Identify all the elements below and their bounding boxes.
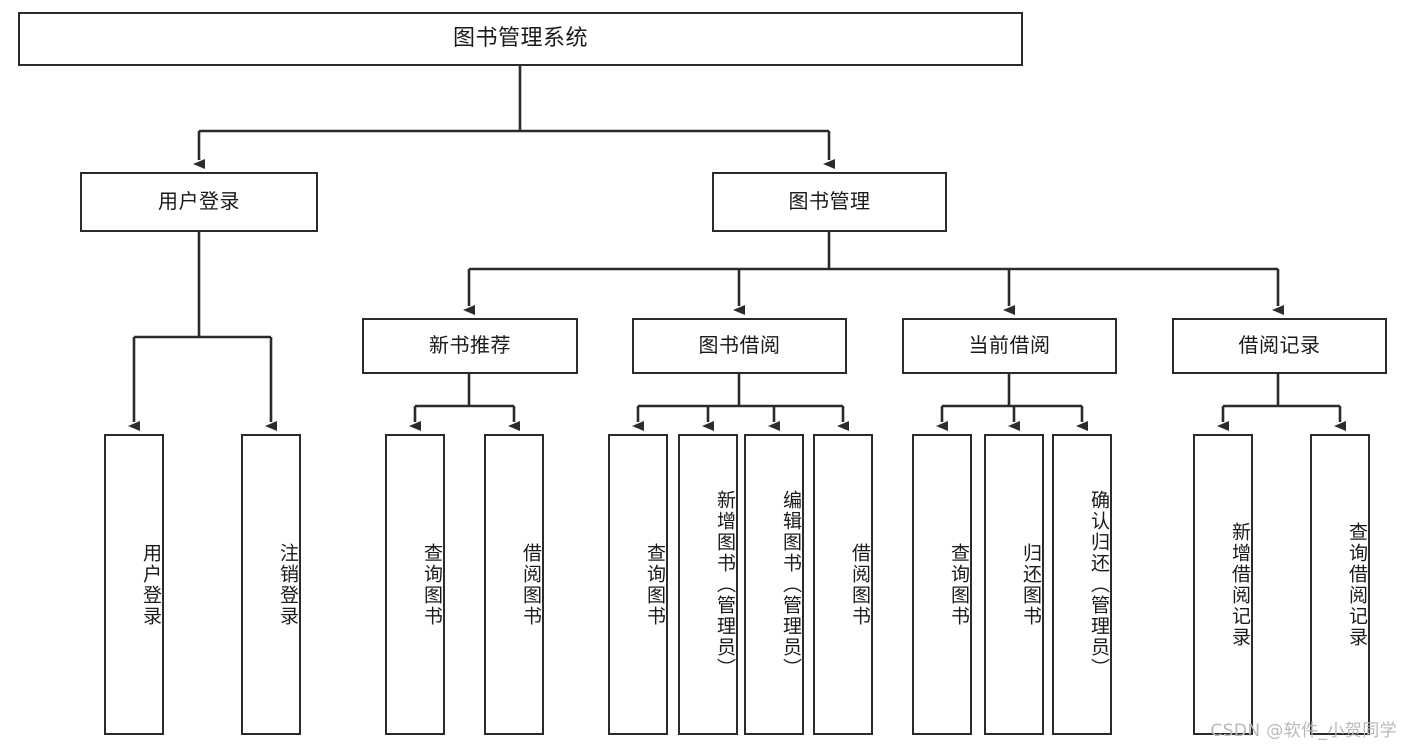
node-label: 借阅记录 <box>1238 333 1321 358</box>
node-user-login[interactable]: 用户登录 <box>80 172 318 232</box>
node-label: 图书管理 <box>788 189 871 214</box>
node-label: 借阅图书 <box>849 542 871 627</box>
node-label: 注销登录 <box>277 542 299 627</box>
node-leaf-user-login[interactable]: 用户登录 <box>104 434 164 735</box>
node-leaf-add-borrow-record[interactable]: 新增借阅记录 <box>1193 434 1253 735</box>
node-borrow-record[interactable]: 借阅记录 <box>1172 318 1387 374</box>
node-label: 确认归还（管理员） <box>1088 490 1110 679</box>
node-leaf-confirm-return-admin[interactable]: 确认归还（管理员） <box>1052 434 1112 735</box>
node-leaf-query-book-borrow[interactable]: 查询图书 <box>608 434 668 735</box>
node-leaf-query-book-current[interactable]: 查询图书 <box>912 434 972 735</box>
node-label: 查询图书 <box>421 542 443 627</box>
node-leaf-borrow-book[interactable]: 借阅图书 <box>813 434 873 735</box>
node-label: 新增图书（管理员） <box>714 490 736 679</box>
node-label: 查询图书 <box>948 542 970 627</box>
watermark-text: CSDN @软件_小贺同学 <box>1210 721 1397 741</box>
node-leaf-add-book-admin[interactable]: 新增图书（管理员） <box>678 434 738 735</box>
node-label: 图书借阅 <box>698 333 781 358</box>
node-label: 查询图书 <box>644 542 666 627</box>
node-label: 用户登录 <box>158 189 240 214</box>
node-label: 图书管理系统 <box>452 26 588 52</box>
node-leaf-edit-book-admin[interactable]: 编辑图书（管理员） <box>744 434 804 735</box>
node-label: 新增借阅记录 <box>1229 521 1251 648</box>
node-leaf-query-book-recommend[interactable]: 查询图书 <box>385 434 445 735</box>
node-label: 新书推荐 <box>429 333 511 358</box>
node-book-manage[interactable]: 图书管理 <box>712 172 947 232</box>
node-label: 编辑图书（管理员） <box>780 490 802 679</box>
node-leaf-logout-login[interactable]: 注销登录 <box>241 434 301 735</box>
node-book-borrow[interactable]: 图书借阅 <box>632 318 847 374</box>
node-leaf-return-book[interactable]: 归还图书 <box>984 434 1044 735</box>
node-leaf-query-borrow-record[interactable]: 查询借阅记录 <box>1310 434 1370 735</box>
node-label: 用户登录 <box>140 542 162 627</box>
node-root[interactable]: 图书管理系统 <box>18 12 1023 66</box>
node-current-borrow[interactable]: 当前借阅 <box>902 318 1117 374</box>
node-label: 当前借阅 <box>968 333 1051 358</box>
node-label: 借阅图书 <box>520 542 542 627</box>
node-leaf-borrow-book-recommend[interactable]: 借阅图书 <box>484 434 544 735</box>
node-label: 查询借阅记录 <box>1346 521 1368 648</box>
node-new-book-recommend[interactable]: 新书推荐 <box>362 318 578 374</box>
node-label: 归还图书 <box>1020 542 1042 627</box>
